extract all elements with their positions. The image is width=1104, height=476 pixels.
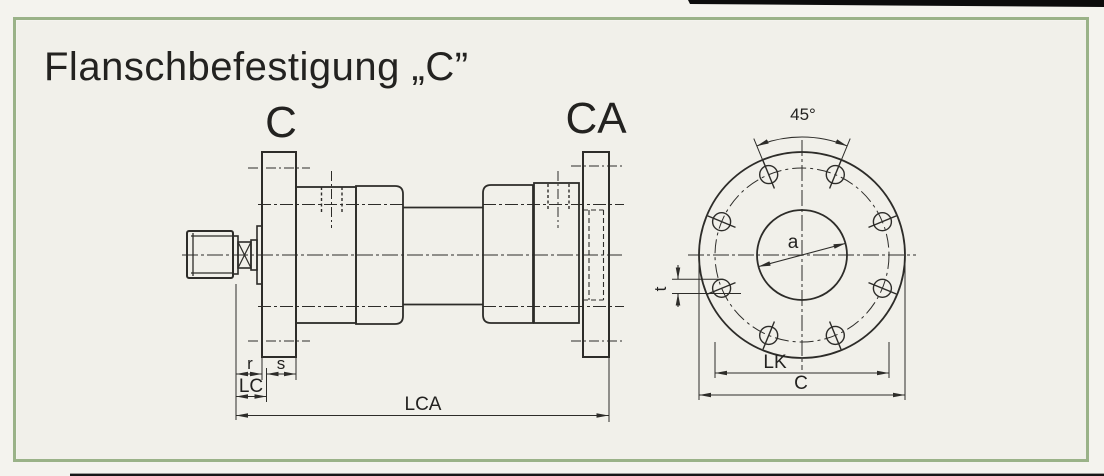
bore-dimension: a	[758, 232, 846, 268]
rear-flange-label: CA	[565, 94, 627, 143]
t-dimension: t	[651, 265, 741, 307]
front-flange-label: C	[265, 98, 297, 147]
port-thread-rear	[547, 184, 570, 210]
side-view-dimensions: r s LC LCA	[235, 284, 610, 422]
lk-dimension: LK	[714, 342, 890, 378]
hidden-pilot-bore	[583, 209, 605, 301]
rear-flange	[571, 151, 623, 358]
dim-lca-label: LCA	[405, 394, 442, 415]
bolt-circle	[714, 167, 890, 343]
rear-tube-collar	[482, 184, 534, 324]
flange-bolt-centerlines	[248, 167, 310, 342]
dim-r-label: r	[247, 354, 253, 373]
dim-s-label: s	[277, 354, 286, 373]
scan-edge-bottom	[70, 473, 1104, 476]
dim-offset-label: t	[651, 286, 670, 291]
cylinder-cap	[533, 171, 580, 324]
paper	[17, 21, 1086, 459]
c-dimension: C	[698, 262, 906, 400]
side-view: C CA	[182, 94, 627, 422]
tube-section	[403, 206, 483, 306]
bolt-holes	[707, 160, 897, 350]
dim-outer-label: C	[794, 373, 808, 394]
dim-bore-label: a	[788, 232, 799, 253]
front-tube-collar	[355, 185, 404, 325]
angle-dimension: 45°	[753, 105, 851, 163]
flange-outline-circle	[698, 151, 906, 359]
rear-flange-bolt-centerlines	[571, 165, 623, 342]
green-border	[13, 17, 1089, 462]
port-thread	[320, 187, 343, 213]
cross-symbol	[237, 241, 252, 269]
front-view: 45° a t LK C	[651, 105, 916, 400]
hidden-bore-centerlines	[258, 204, 624, 307]
dim-bolt-circle-label: LK	[763, 352, 787, 373]
page-title: Flanschbefestigung „C”	[44, 45, 469, 89]
bore-circle	[756, 209, 848, 301]
dim-lc-label: LC	[239, 376, 263, 397]
scan-edge-top	[688, 0, 1104, 7]
dim-angle-label: 45°	[790, 105, 816, 124]
